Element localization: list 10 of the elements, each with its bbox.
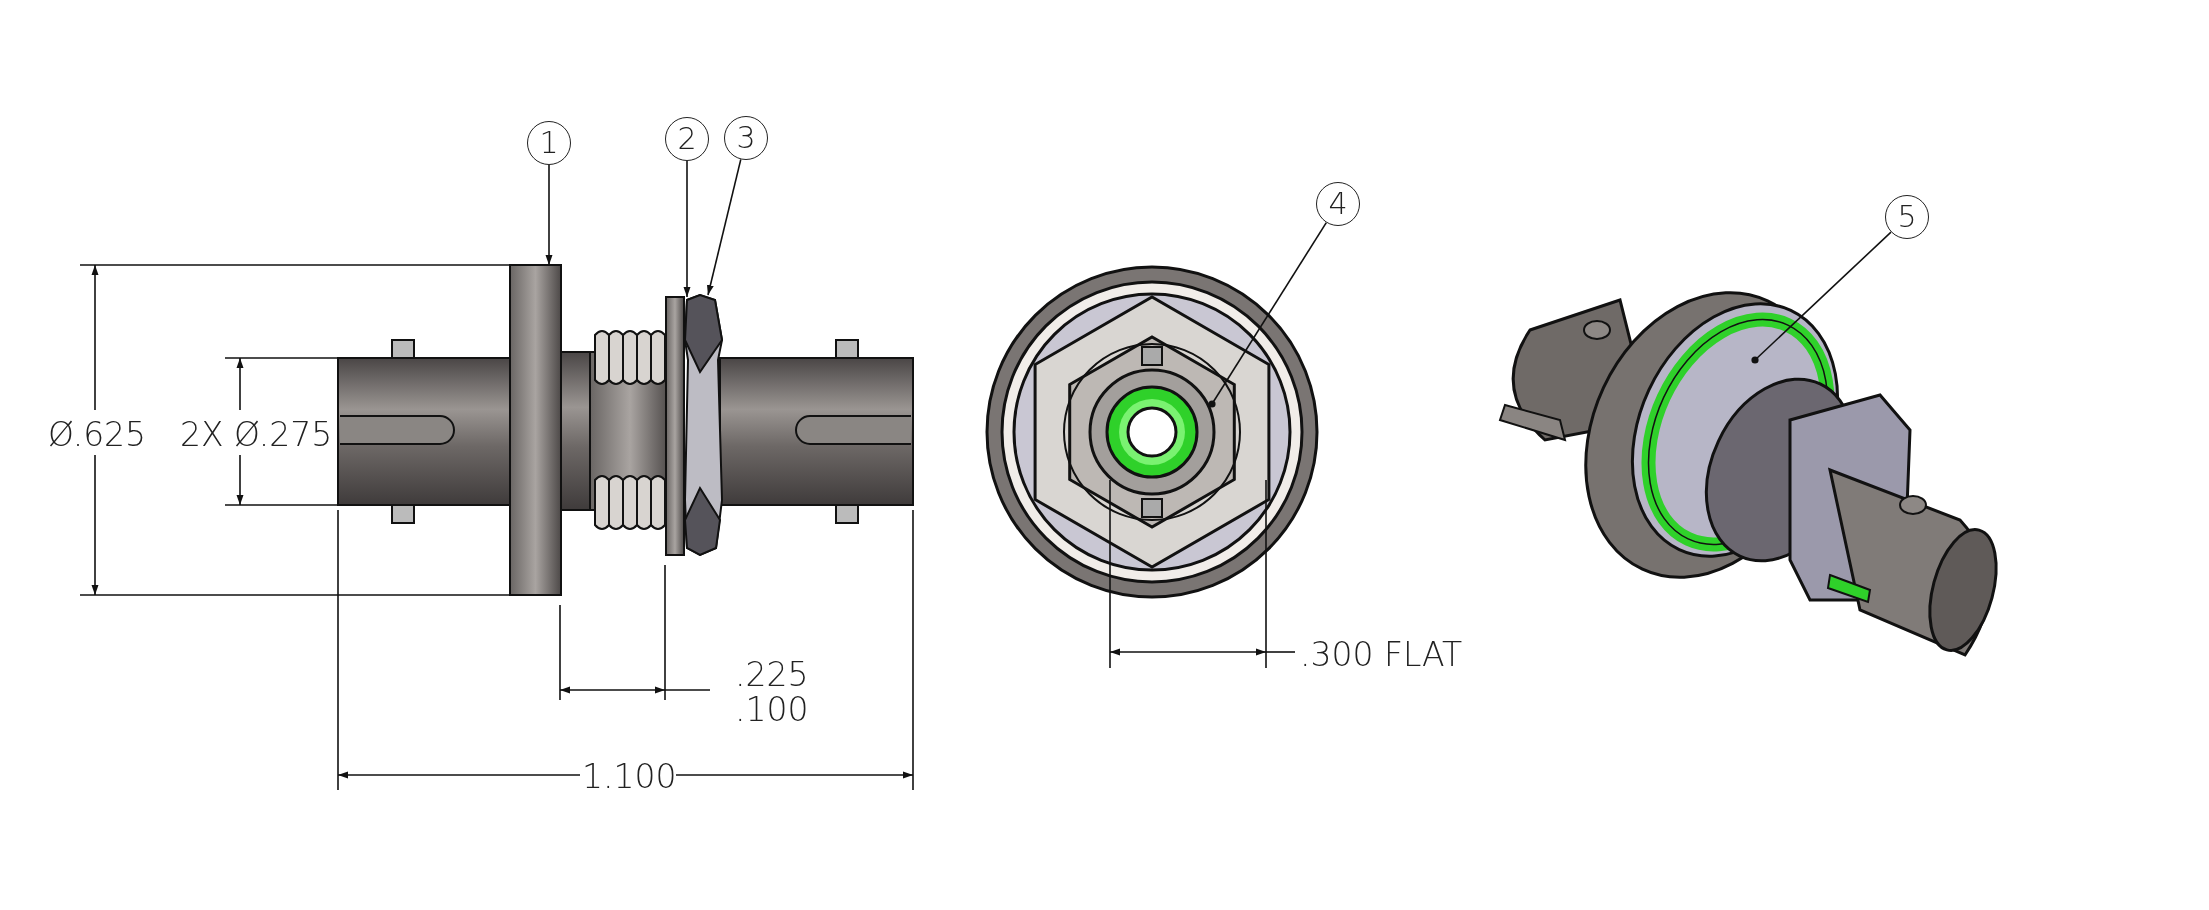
leader-line [683,160,691,298]
callout-number: 3 [724,116,768,160]
leader-line [706,158,742,296]
callout-number: 4 [1316,182,1360,226]
callout-number: 1 [527,121,571,165]
callout-number: 5 [1885,195,1929,239]
leader-line [1751,231,1892,364]
leader-line [545,164,553,266]
callout-number: 2 [665,117,709,161]
leader-line [1208,221,1328,408]
